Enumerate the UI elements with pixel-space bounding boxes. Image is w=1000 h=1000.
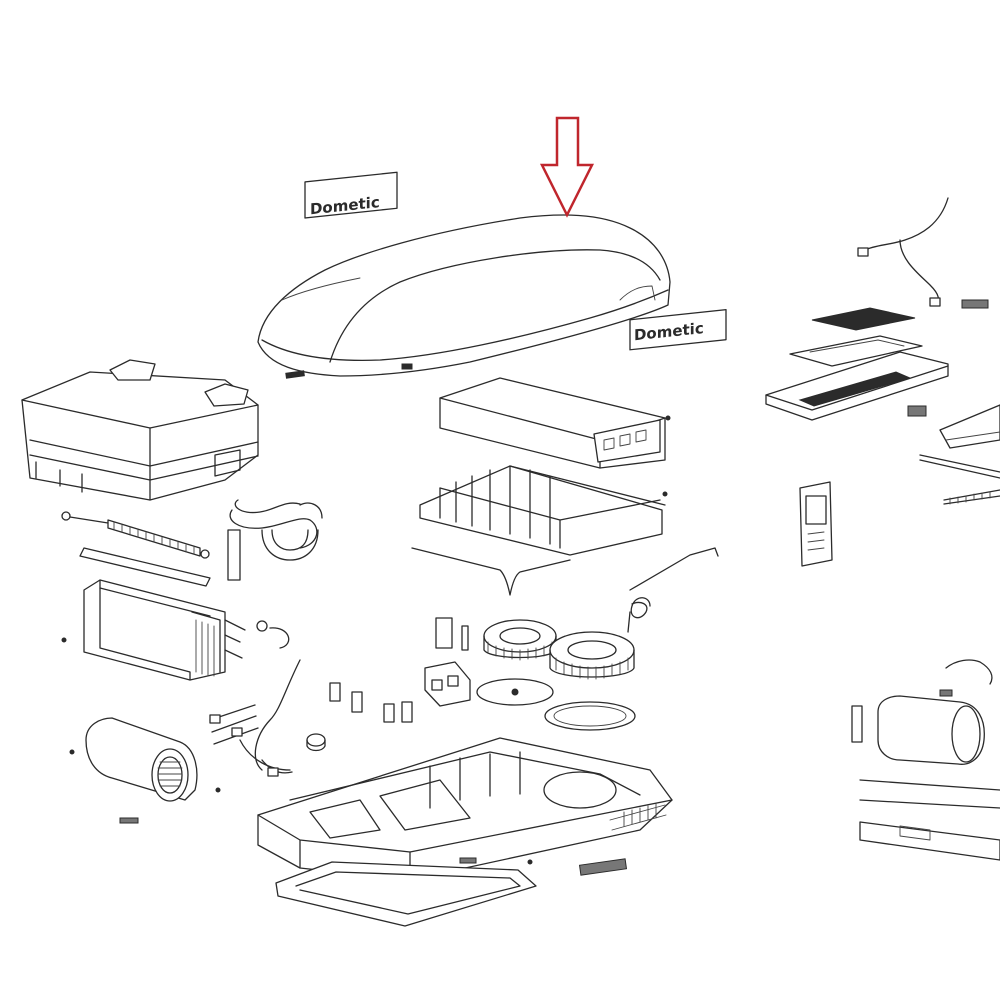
control-box-cover[interactable] — [439, 377, 671, 469]
support-wire-rod[interactable] — [411, 547, 571, 596]
small-parts-right[interactable] — [943, 489, 1000, 505]
fan-mount-plate-left[interactable] — [476, 678, 554, 706]
blower-fan-motor[interactable] — [69, 717, 198, 824]
small-capacitor-left[interactable] — [306, 733, 326, 752]
compressor-assembly[interactable] — [851, 659, 1000, 861]
copper-pipe-assembly[interactable] — [227, 499, 323, 581]
air-filter-frame[interactable] — [789, 335, 923, 367]
remote-control[interactable] — [799, 481, 833, 567]
wire-loop-top-right[interactable] — [857, 197, 989, 309]
evaporator-heat-exchanger[interactable] — [61, 579, 290, 681]
dometic-logo-badge-rear: Dometic — [304, 171, 398, 219]
thermostat-sensor-coil[interactable] — [627, 547, 719, 633]
ceiling-distribution-box[interactable] — [765, 351, 949, 421]
roof-shroud-cover[interactable] — [257, 214, 671, 379]
fan-impeller-right[interactable] — [549, 631, 635, 680]
heater-plate[interactable] — [79, 547, 211, 587]
air-baffle-divider[interactable] — [419, 465, 668, 556]
fan-mount-plate-right[interactable] — [544, 701, 636, 731]
air-filter-top[interactable] — [811, 307, 916, 331]
wiring-harness-left[interactable] — [209, 659, 301, 793]
dometic-logo-badge-front: Dometic — [629, 309, 727, 351]
control-board-pcb[interactable] — [424, 617, 471, 707]
heating-element-rod[interactable] — [61, 511, 210, 559]
control-panel-right-edge[interactable] — [919, 404, 1000, 479]
base-pan-tray[interactable] — [257, 737, 673, 881]
fan-impeller-left[interactable] — [483, 619, 557, 661]
run-capacitors[interactable] — [329, 682, 413, 723]
mounting-frame[interactable] — [275, 858, 628, 927]
red-down-arrow-icon — [539, 116, 595, 218]
heater-box-cover[interactable] — [21, 359, 259, 501]
